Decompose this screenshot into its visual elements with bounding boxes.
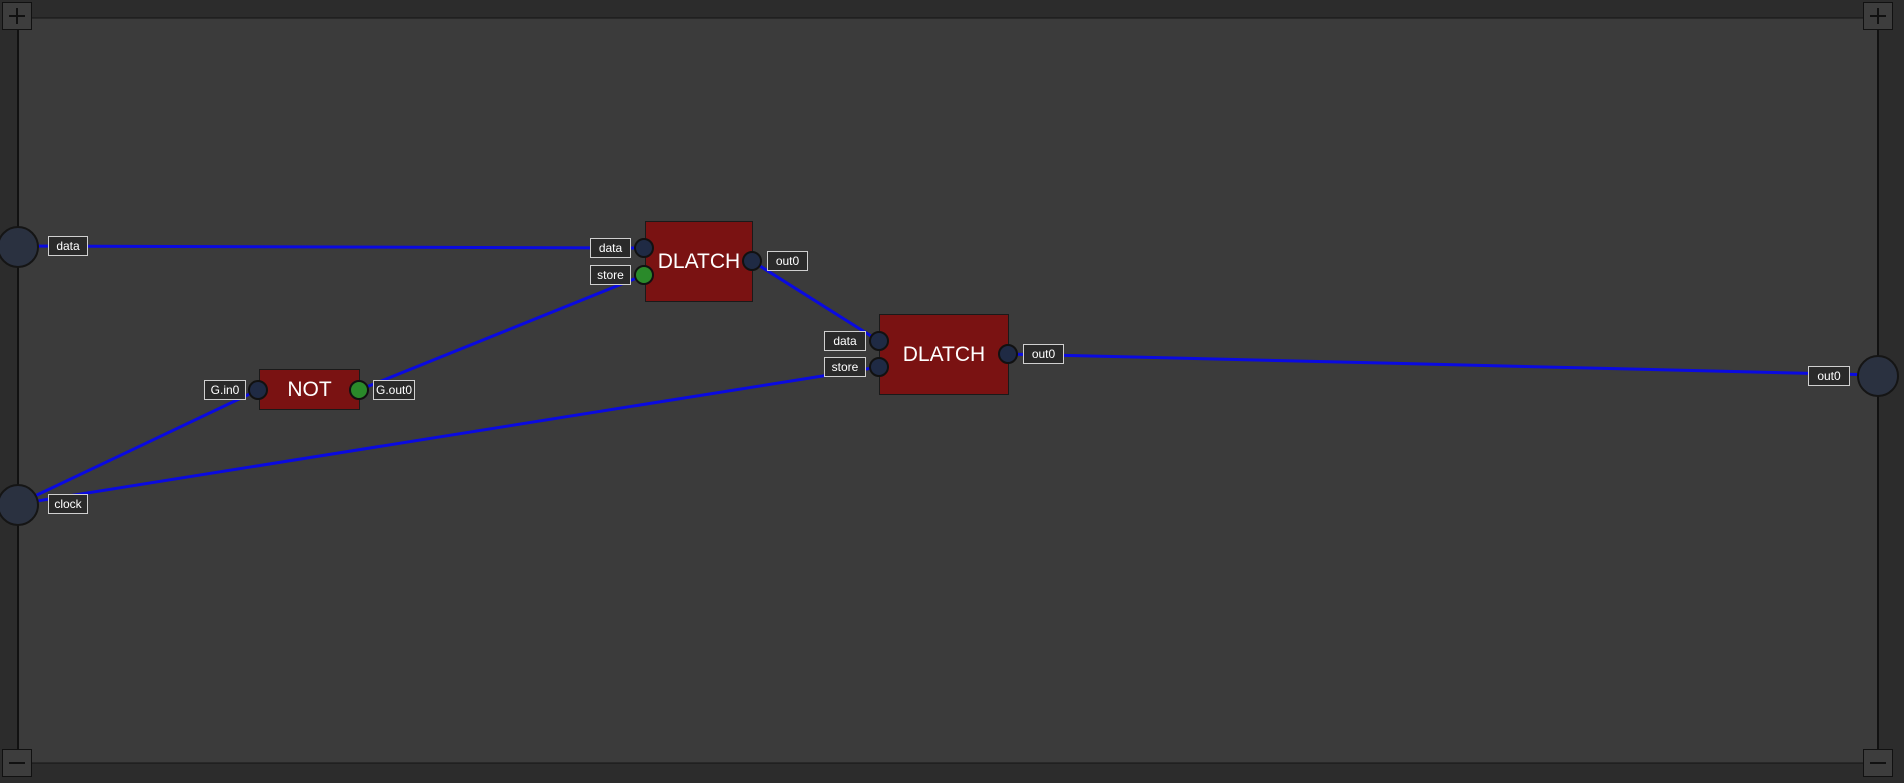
minus-icon[interactable]: [2, 749, 32, 777]
dlatch-1[interactable]: DLATCH: [645, 221, 753, 302]
not-gate-output-pin[interactable]: [349, 380, 369, 400]
wire-clock-to-dlatch2-store[interactable]: [17, 365, 880, 506]
dlatch-2-store-pin[interactable]: [869, 357, 889, 377]
dlatch-1-data-label: data: [590, 238, 631, 258]
dlatch-1-name: DLATCH: [657, 249, 741, 273]
dlatch-1-store-pin[interactable]: [634, 265, 654, 285]
input-node-clock[interactable]: [0, 484, 39, 526]
dlatch-1-data-pin[interactable]: [634, 238, 654, 258]
output-label-out0: out0: [1808, 366, 1850, 386]
dlatch-1-store-label: store: [590, 265, 631, 285]
not-gate-input-label: G.in0: [204, 380, 246, 400]
output-node-out0[interactable]: [1857, 355, 1899, 397]
plus-icon[interactable]: [1863, 2, 1893, 30]
dlatch-2-data-label: data: [824, 331, 866, 351]
input-node-data[interactable]: [0, 226, 39, 268]
not-gate-input-pin[interactable]: [248, 380, 268, 400]
dlatch-2-name: DLATCH: [902, 342, 986, 366]
wire-dlatch1-out-to-dlatch2-data[interactable]: [751, 259, 880, 343]
dlatch-2-data-pin[interactable]: [869, 331, 889, 351]
dlatch-2-store-label: store: [824, 357, 866, 377]
wire-data-to-dlatch1-data[interactable]: [17, 244, 645, 250]
dlatch-1-output-label: out0: [767, 251, 808, 271]
plus-icon[interactable]: [2, 2, 32, 30]
not-gate-name: NOT: [287, 377, 332, 401]
dlatch-2-output-pin[interactable]: [998, 344, 1018, 364]
wire-not-out-to-dlatch1-store[interactable]: [358, 273, 645, 392]
not-gate[interactable]: NOT: [259, 369, 360, 410]
wires: [17, 244, 1879, 506]
dlatch-2[interactable]: DLATCH: [879, 314, 1009, 395]
dlatch-1-output-pin[interactable]: [742, 251, 762, 271]
not-gate-output-label: G.out0: [373, 380, 415, 400]
input-label-data: data: [48, 236, 88, 256]
wire-dlatch2-out-to-output[interactable]: [1007, 352, 1879, 377]
minus-icon[interactable]: [1863, 749, 1893, 777]
input-label-clock: clock: [48, 494, 88, 514]
dlatch-2-output-label: out0: [1023, 344, 1064, 364]
wire-clock-to-not-in[interactable]: [17, 388, 259, 506]
